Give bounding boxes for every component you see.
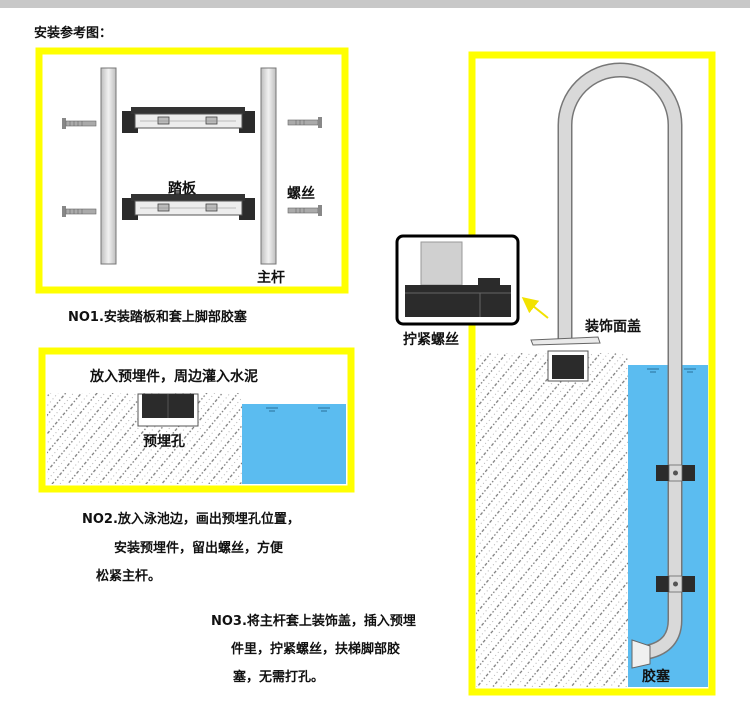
fig1-screw-left-bottom [62,206,97,217]
fig3-decorative-cover [530,336,601,346]
fig2-hole-label: 预埋孔 [143,434,185,450]
step3-line-2: 件里，拧紧螺丝，扶梯脚部胶 [231,642,401,657]
fig1-frame [35,47,349,294]
step2-line-2: 安装预埋件，留出螺丝，方便 [114,541,284,556]
top-bar [0,0,750,8]
fig2-embedded-part [137,393,199,427]
fig3-tighten-label: 拧紧螺丝 [403,332,459,348]
fig2-water [242,404,346,484]
fig1-screw-right-bottom [287,205,322,216]
fig1-rail-label: 主杆 [257,270,285,286]
fig3-clamp-upper [656,464,695,482]
step1-text: NO1.安装踏板和套上脚部胶塞 [68,310,247,325]
step2-line-3: 松紧主杆。 [96,569,162,584]
fig3-zoom-arrow [521,297,549,319]
fig1-right-rail [260,67,277,265]
fig1-screw-left-top [62,118,97,129]
fig1-screw-right-top [287,117,322,128]
fig1-screw-label: 螺丝 [287,186,315,202]
fig1-left-rail [100,67,117,265]
fig3-concrete [476,353,628,687]
fig2-caption: 放入预埋件，周边灌入水泥 [90,369,258,385]
fig3-anchor [547,350,589,382]
fig3-cover-label: 装饰面盖 [585,319,641,335]
fig1-tread-label: 踏板 [168,181,196,197]
fig3-zoom-inset [395,234,520,326]
fig1-tread-bottom [122,194,255,220]
fig3-ladder-rail-fill [559,64,681,658]
step3-line-3: 塞，无需打孔。 [233,670,325,685]
fig3-clamp-lower [656,575,695,593]
page-title: 安装参考图： [34,26,113,41]
step3-line-1: NO3.将主杆套上装饰盖，插入预埋 [211,614,416,629]
fig3-plug-label: 胶塞 [642,669,670,685]
fig3-water-marks [647,368,696,373]
fig1-tread-top [122,107,255,133]
fig3-rubber-plug [631,639,651,669]
step2-line-1: NO2.放入泳池边，画出预埋孔位置， [82,512,300,527]
fig2-water-marks [266,407,330,412]
